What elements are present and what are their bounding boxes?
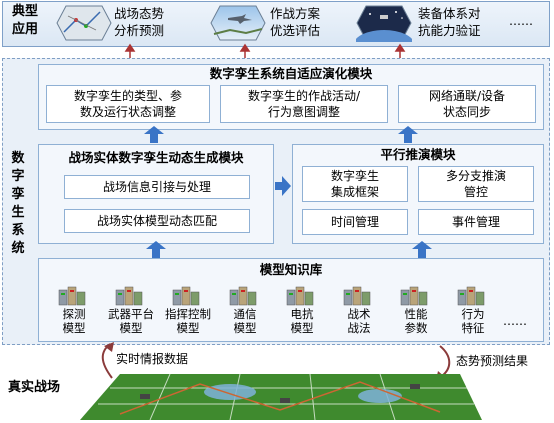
box-line-2: 管控 (463, 185, 488, 199)
network-device-sync-box: 网络通联/设备状态同步 (398, 85, 536, 123)
model-label: 武器平台模型 (103, 307, 159, 335)
model-label-line-2: 特征 (461, 321, 485, 335)
model-icon (343, 286, 371, 306)
twin-type-parameter-box: 数字孪生的类型、参数及运行状态调整 (46, 85, 210, 123)
box-line-2: 行为意图调整 (267, 105, 340, 119)
event-management-box: 事件管理 (418, 209, 534, 235)
model-label-line-1: 武器平台 (108, 307, 154, 321)
model-label: 探测模型 (46, 307, 102, 335)
app-line-2: 抗能力验证 (418, 23, 481, 38)
side-char: 数 (11, 151, 25, 166)
twin-activity-intent-box: 数字孪生的作战活动/行为意图调整 (220, 85, 388, 123)
model-label: 电抗模型 (274, 307, 330, 335)
entity-generation-title: 战场实体数字孪生动态生成模块 (68, 150, 244, 165)
entity-model-matching-box: 战场实体模型动态匹配 (64, 209, 250, 233)
app-situation-analysis: 战场态势 分析预测 (114, 5, 164, 39)
model-label-line-1: 指挥控制 (165, 307, 211, 321)
more-models-ellipsis: …… (503, 314, 527, 328)
model-icon (115, 286, 143, 306)
model-label: 通信模型 (217, 307, 273, 335)
model-label: 指挥控制模型 (160, 307, 216, 335)
flight-scene-icon (210, 5, 266, 41)
title-line-1: 典型 (11, 4, 38, 19)
app-line-1: 作战方案 (270, 6, 321, 21)
module-arrows (144, 126, 432, 258)
twin-integration-framework-box: 数字孪生集成框架 (302, 166, 408, 202)
model-label-line-1: 通信 (233, 307, 257, 321)
parallel-deduction-title: 平行推演模块 (380, 147, 456, 162)
side-char: 统 (11, 241, 25, 256)
app-plan-evaluation: 作战方案 优选评估 (270, 5, 320, 39)
model-label-line-1: 战术 (347, 307, 371, 321)
box-line-2: 数及运行状态调整 (79, 105, 176, 119)
model-icon (457, 286, 485, 306)
more-apps-ellipsis: …… (509, 14, 533, 28)
model-label: 行为特征 (445, 307, 501, 335)
model-label-line-2: 模型 (62, 321, 86, 335)
real-battlefield-label: 真实战场 (8, 380, 61, 395)
model-label-line-2: 模型 (119, 321, 143, 335)
model-label-line-2: 模型 (176, 321, 200, 335)
model-label-line-2: 模型 (290, 321, 314, 335)
space-scene-icon (356, 5, 412, 42)
battlefield-map-icon (56, 5, 112, 41)
model-label-line-1: 探测 (62, 307, 86, 321)
model-label: 性能参数 (388, 307, 444, 335)
digital-twin-system-label: 数 字 孪 生 系 统 (6, 150, 30, 258)
model-icon (286, 286, 314, 306)
title-line-2: 应用 (11, 22, 38, 37)
model-label-line-1: 行为 (461, 307, 485, 321)
model-label-line-1: 性能 (404, 307, 428, 321)
typical-applications-title: 典型 应用 (6, 3, 44, 39)
time-management-box: 时间管理 (302, 209, 408, 235)
box-line-1: 数字孪生的类型、参 (73, 89, 182, 103)
app-line-2: 分析预测 (114, 23, 165, 38)
side-char: 生 (11, 205, 25, 220)
box-line-1: 网络通联/设备 (428, 89, 506, 103)
model-icon (58, 286, 86, 306)
model-label-line-2: 战法 (347, 321, 371, 335)
model-label-line-1: 电抗 (290, 307, 314, 321)
adaptive-evolution-title: 数字孪生系统自适应演化模块 (209, 66, 373, 81)
situation-prediction-label: 态势预测结果 (456, 354, 529, 368)
model-icon (400, 286, 428, 306)
app-line-1: 战场态势 (114, 6, 165, 21)
multi-branch-control-box: 多分支推演管控 (418, 166, 534, 202)
box-line-2: 集成框架 (330, 185, 379, 199)
box-line-1: 数字孪生 (330, 169, 379, 183)
model-icon (229, 286, 257, 306)
battlefield-info-processing-box: 战场信息引接与处理 (64, 175, 250, 199)
app-line-2: 优选评估 (270, 23, 321, 38)
side-char: 字 (11, 169, 25, 184)
battlefield-scene-image (80, 374, 482, 420)
model-label-line-2: 参数 (404, 321, 428, 335)
app-capability-validation: 装备体系对 抗能力验证 (418, 5, 481, 39)
side-char: 孪 (11, 187, 25, 202)
box-line-2: 状态同步 (442, 105, 491, 119)
box-line-1: 多分支推演 (445, 169, 506, 183)
knowledge-base-title: 模型知识库 (259, 262, 323, 277)
model-label: 战术战法 (331, 307, 387, 335)
box-line-1: 数字孪生的作战活动/ (247, 89, 361, 103)
side-char: 系 (11, 223, 25, 238)
app-line-1: 装备体系对 (418, 6, 481, 21)
real-time-intelligence-label: 实时情报数据 (116, 352, 189, 366)
model-label-line-2: 模型 (233, 321, 257, 335)
model-icon (172, 286, 200, 306)
